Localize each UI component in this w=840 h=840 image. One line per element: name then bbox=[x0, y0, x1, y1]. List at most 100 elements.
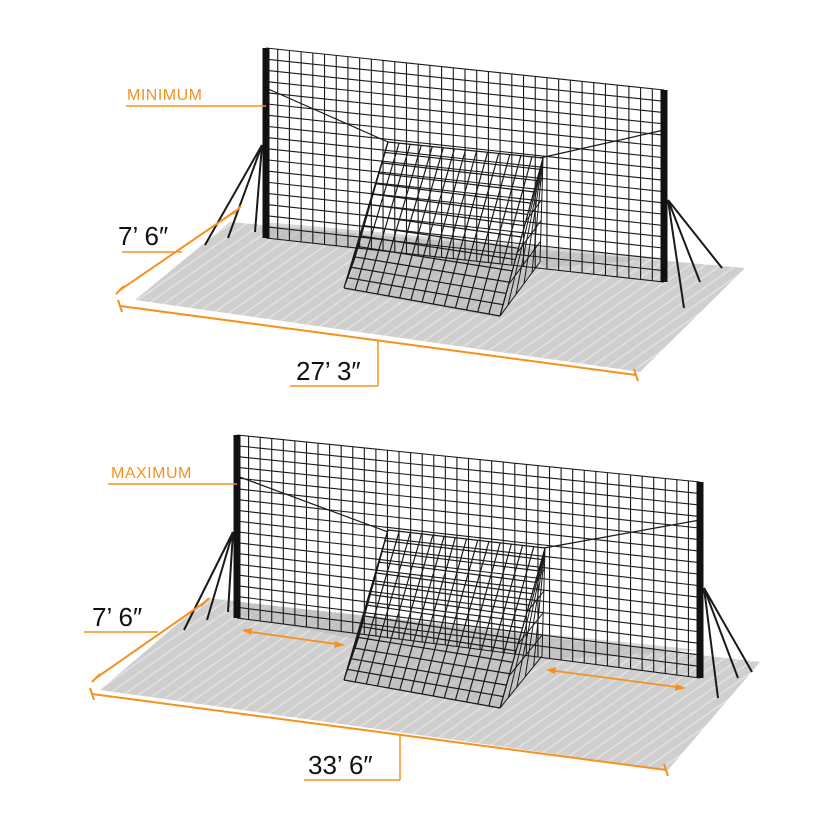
width-dimension bbox=[117, 299, 639, 387]
net-strand bbox=[265, 47, 665, 91]
right-gap-arrow bbox=[546, 667, 686, 691]
net-strand bbox=[384, 540, 542, 561]
net-strand bbox=[236, 455, 701, 506]
net-strand bbox=[499, 157, 544, 317]
guy-lines bbox=[204, 144, 723, 309]
depth-dimension bbox=[84, 597, 210, 683]
net-strand bbox=[350, 266, 507, 295]
net-strand bbox=[265, 215, 665, 260]
net-strand bbox=[265, 125, 665, 170]
net-strand bbox=[387, 529, 546, 549]
net-strand bbox=[365, 584, 374, 606]
net-strand bbox=[236, 520, 701, 575]
net-strand bbox=[381, 162, 537, 182]
net-strand bbox=[236, 574, 701, 633]
net-strand bbox=[526, 590, 545, 613]
net-strand bbox=[265, 181, 665, 227]
depth-label: 7’ 6″ bbox=[118, 221, 168, 251]
net-strand bbox=[236, 434, 701, 483]
net-strand bbox=[539, 157, 544, 263]
panel-title: MINIMUM bbox=[127, 87, 202, 104]
net-strand bbox=[265, 136, 665, 181]
net-strand bbox=[236, 617, 701, 679]
net-strand bbox=[375, 572, 533, 595]
net-strand bbox=[236, 542, 701, 598]
net-strand bbox=[378, 172, 534, 193]
guy-lines bbox=[183, 531, 753, 699]
width-dimension bbox=[89, 687, 669, 781]
net-strand bbox=[523, 157, 544, 284]
net-strand bbox=[516, 547, 546, 688]
width-label: 27’ 3″ bbox=[296, 356, 361, 386]
net-strand bbox=[368, 191, 375, 205]
net-strand bbox=[236, 595, 701, 656]
net-strand bbox=[362, 224, 519, 249]
net-strand bbox=[236, 531, 701, 587]
net-strand bbox=[369, 203, 525, 227]
net-strand bbox=[356, 224, 365, 247]
net-strand bbox=[378, 553, 383, 563]
net-strand bbox=[265, 87, 389, 143]
net-strand bbox=[265, 80, 665, 125]
panel-title: MAXIMUM bbox=[111, 465, 192, 482]
net-strand bbox=[265, 203, 665, 249]
net-strand bbox=[236, 477, 701, 529]
net-strand bbox=[265, 159, 665, 204]
net-strand bbox=[343, 679, 501, 709]
net-strand bbox=[515, 157, 544, 295]
goal-net bbox=[343, 529, 546, 709]
maximum-label: MAXIMUM bbox=[108, 465, 237, 485]
net-strand bbox=[384, 537, 387, 541]
net-strand bbox=[499, 655, 543, 709]
net-strand bbox=[499, 261, 541, 317]
net-strand bbox=[349, 241, 361, 268]
net-strand bbox=[236, 475, 389, 533]
panel-maximum: MAXIMUM 7’ 6″ bbox=[84, 434, 760, 781]
net-strand bbox=[365, 604, 523, 629]
net-strand bbox=[525, 199, 543, 222]
net-strand bbox=[343, 257, 356, 289]
net-strand bbox=[265, 92, 665, 136]
net-strand bbox=[359, 600, 370, 627]
net-strand bbox=[265, 226, 665, 272]
net-strand bbox=[343, 639, 359, 681]
net-strand bbox=[236, 552, 701, 610]
left-gap-arrow bbox=[242, 628, 345, 648]
net-strand bbox=[359, 216, 368, 237]
net-strand bbox=[535, 569, 545, 581]
net-strand bbox=[362, 615, 520, 641]
depth-dimension bbox=[115, 205, 242, 295]
net-strand bbox=[531, 157, 544, 273]
net-strand bbox=[384, 150, 387, 153]
net-strand bbox=[381, 550, 539, 572]
net-strand bbox=[353, 647, 510, 675]
net-strand bbox=[265, 114, 665, 159]
net-strand bbox=[347, 276, 504, 306]
net-strand bbox=[356, 608, 368, 638]
net-strand bbox=[236, 445, 701, 495]
net-strand bbox=[374, 174, 380, 184]
net-strand bbox=[378, 561, 536, 583]
net-strand bbox=[384, 151, 540, 170]
net-strand bbox=[507, 157, 544, 306]
net-strand bbox=[346, 249, 358, 278]
net-strand bbox=[365, 199, 372, 216]
net-strand bbox=[356, 636, 513, 663]
width-label: 33’ 6″ bbox=[308, 750, 373, 780]
net-strand bbox=[352, 232, 363, 257]
net-strand bbox=[265, 103, 665, 148]
net-strand bbox=[343, 287, 501, 317]
net-strand bbox=[359, 235, 516, 261]
net-strand bbox=[368, 576, 376, 595]
net-strand bbox=[381, 158, 384, 164]
net-strand bbox=[362, 592, 372, 616]
net-strand bbox=[236, 509, 701, 564]
net-strand bbox=[524, 547, 546, 677]
net-strand bbox=[378, 166, 382, 174]
net-strand bbox=[352, 616, 365, 649]
net-strand bbox=[347, 668, 504, 698]
net-strand bbox=[236, 466, 701, 518]
goal-net bbox=[343, 141, 544, 317]
